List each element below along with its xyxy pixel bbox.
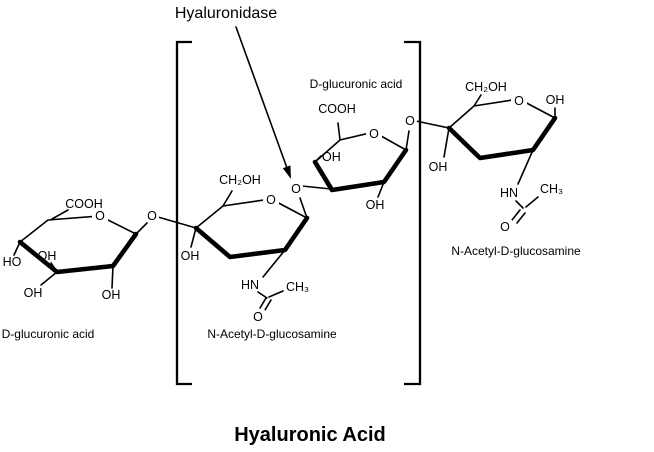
cooh-bond [337,122,341,141]
hn-bond [262,249,286,278]
cooh-bond [51,209,69,220]
glycosidic-bond [301,185,332,190]
oh-bond [377,181,385,198]
carbonyl-double-bond [264,299,272,311]
cleavage-arrow-line [235,26,288,169]
oxygen-halo [289,182,303,195]
ch3-label: CH₃ [540,182,563,196]
glycosidic-oxygen-2-cleavage-site: O [289,182,332,219]
carbonyl-double-bond [511,209,521,221]
oxygen-halo [403,114,417,127]
hn-bond [517,149,534,185]
ch2oh-label: CH₂OH [465,80,507,94]
carbonyl-oxygen-label: O [253,310,263,324]
ch3-label: CH₃ [286,280,309,294]
ho-label: HO [3,255,22,269]
cleavage-arrow-head-icon [282,165,291,179]
ring-oxygen-label: O [514,94,524,108]
oh-bond [314,155,322,163]
ring-2-n-acetyl-d-glucosamine: O CH₂OH OH HN CH₃ O N-Acetyl-D-glucosami… [181,173,337,341]
ring-oxygen-halo [92,208,108,221]
ring-3-name: D-glucuronic acid [310,77,403,91]
oh-bond [50,262,58,273]
ch2oh-bond [222,190,233,207]
ring-4-name: N-Acetyl-D-glucosamine [451,244,581,258]
oh-bond [190,227,197,248]
oh-label: OH [102,288,121,302]
ring-back-bonds [19,215,137,243]
oh-label: OH [546,93,565,107]
ring-oxygen-label: O [266,193,276,207]
carbonyl-double-bond [259,297,267,309]
enzyme-annotation: Hyaluronidase [175,5,291,179]
ring-front-bonds [446,115,558,161]
ring-back-bonds [314,131,407,163]
glycosidic-bond [157,216,197,229]
ring-front-bonds [17,231,139,275]
oh-label: OH [429,160,448,174]
ring-1-name: D-glucuronic acid [2,327,95,341]
amide-bond [515,200,524,209]
hn-label: HN [500,186,518,200]
ring-front-bonds [312,147,409,193]
oh-label: OH [181,249,200,263]
carbonyl-oxygen-label: O [500,220,510,234]
ring-oxygen-halo [263,193,279,206]
carbonyl-double-bond [516,212,526,224]
ch3-bond [525,196,539,208]
glycosidic-oxygen-label: O [291,182,301,196]
glycosidic-oxygen-label: O [147,209,157,223]
oh-label: OH [322,150,341,164]
right-bracket [404,40,422,386]
ring-oxygen-label: O [369,127,379,141]
left-bracket [175,40,192,386]
ring-back-bonds [195,198,308,229]
oh-label: OH [24,286,43,300]
cooh-label: COOH [318,102,356,116]
glycosidic-bond [299,197,308,219]
ring-oxygen-halo [366,127,382,140]
ring-front-bonds [193,215,310,260]
ring-oxygen-label: O [95,209,105,223]
hn-label: HN [241,278,259,292]
oxygen-halo [145,209,159,222]
oh-bond [443,127,450,158]
ring-1-d-glucuronic-acid: O COOH HO OH OH OH D-glucuronic acid [2,197,139,341]
oh-label: OH [38,249,57,263]
oh-bond [111,265,114,289]
amide-bond [257,291,268,299]
enzyme-label: Hyaluronidase [175,5,277,22]
glycosidic-bond [135,222,148,235]
diagram-title: Hyaluronic Acid [234,424,386,446]
glycosidic-oxygen-1: O [135,209,197,235]
oh-bond [40,271,58,286]
glycosidic-oxygen-label: O [405,114,415,128]
ring-oxygen-halo [511,94,527,107]
oxygen-halo [251,310,265,322]
ch3-bond [268,290,284,298]
ch2oh-bond [473,94,482,107]
ring-4-n-acetyl-d-glucosamine: O CH₂OH OH OH HN CH₃ O N-Acetyl-D-glucos… [429,80,581,258]
oh-label: OH [366,198,385,212]
ring-2-name: N-Acetyl-D-glucosamine [207,327,337,341]
ring-back-bonds [448,98,556,129]
glycosidic-bond [415,120,450,129]
glycosidic-bond [405,130,410,151]
oxygen-halo [498,220,512,232]
ho-bond [13,241,21,256]
glycosidic-oxygen-3: O [403,114,450,151]
cooh-label: COOH [65,197,103,211]
ring-3-d-glucuronic-acid: O COOH OH OH D-glucuronic acid [310,77,409,212]
ch2oh-label: CH₂OH [219,173,261,187]
